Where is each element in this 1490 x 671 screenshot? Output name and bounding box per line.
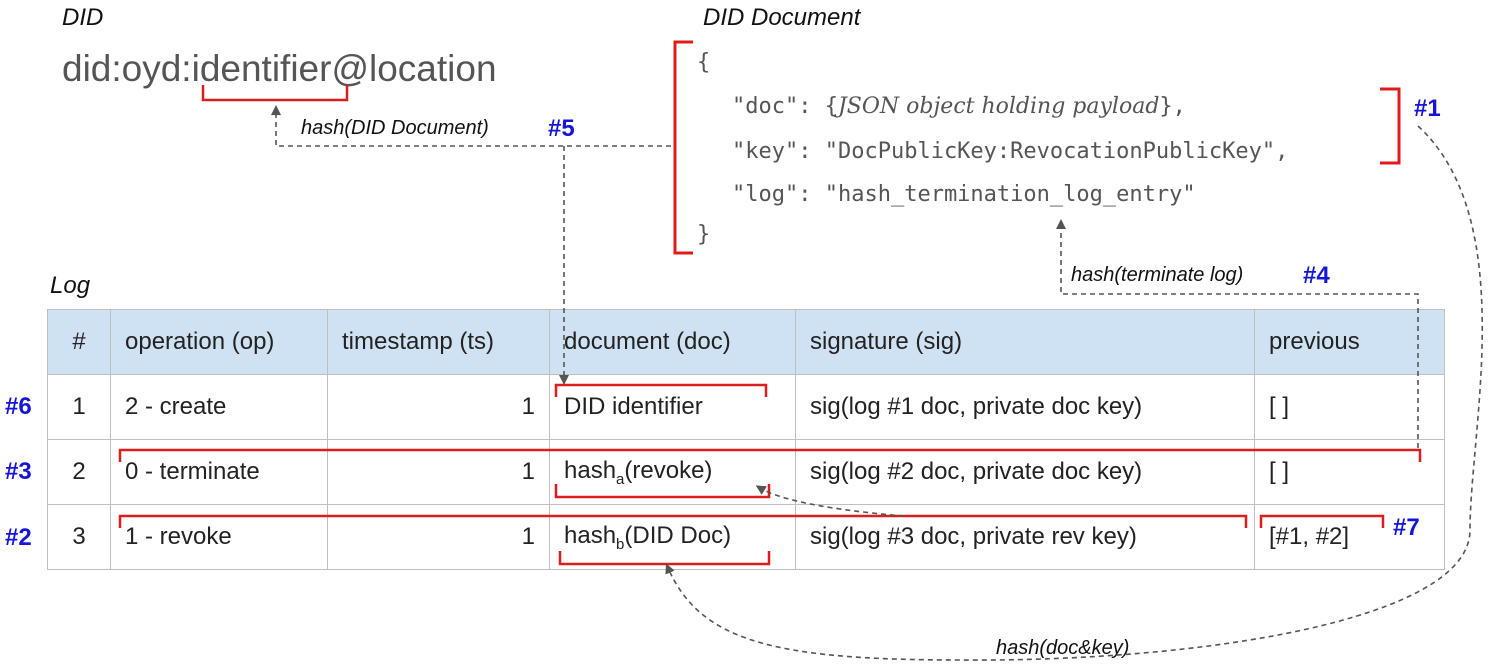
doc-hash-subscript: a	[616, 470, 625, 488]
row-operation: 2 - create	[110, 374, 328, 440]
doc-hash-arg: (DID Doc)	[624, 521, 732, 549]
bracket-marker-1	[1380, 87, 1401, 165]
doc-value-log: "hash_termination_log_entry"	[824, 182, 1196, 207]
annotation-hash-did-document: hash(DID Document)	[301, 117, 489, 139]
arrow-revoke-to-terminate	[755, 485, 905, 517]
doc-comma: ,	[1275, 139, 1289, 164]
doc-line-key: "key": "DocPublicKey:RevocationPublicKey…	[732, 139, 1288, 164]
col-previous: previous	[1254, 309, 1445, 375]
did-title: DID	[62, 4, 104, 31]
row-signature: sig(log #1 doc, private doc key)	[795, 374, 1255, 440]
bracket-identifier	[201, 85, 349, 102]
bracket-did-document	[673, 40, 693, 255]
did-identifier: identifier	[191, 48, 332, 89]
arrow-hash-did-document	[271, 105, 671, 147]
did-string: did:oyd:identifier@location	[62, 48, 497, 90]
doc-key-doc: "doc"	[732, 94, 799, 119]
doc-key-key: "key"	[732, 139, 799, 164]
doc-open-brace: {	[697, 50, 711, 75]
doc-hash-base: hash	[564, 456, 617, 484]
log-title: Log	[50, 272, 91, 299]
doc-hash-subscript: b	[616, 535, 625, 553]
bracket-row2-top	[118, 448, 1422, 462]
row-timestamp: 1	[327, 374, 550, 440]
doc-rbrace: },	[1159, 94, 1186, 119]
marker-6: #6	[5, 393, 32, 420]
arrow-hash-doc-key	[665, 125, 1484, 661]
bracket-row3-top	[118, 514, 1248, 528]
doc-sep: :	[798, 139, 825, 164]
doc-key-log: "log"	[732, 182, 799, 207]
marker-2: #2	[5, 524, 32, 551]
arrow-hash-terminate-log	[1056, 219, 1419, 448]
doc-line-doc: "doc": {JSON object holding payload},	[732, 94, 1186, 119]
annotation-hash-terminate-log: hash(terminate log)	[1071, 264, 1244, 286]
doc-value-payload: JSON object holding payload	[837, 94, 1160, 119]
marker-5: #5	[548, 115, 575, 142]
did-document-title: DID Document	[703, 4, 861, 31]
col-operation: operation (op)	[110, 309, 328, 375]
col-signature: signature (sig)	[795, 309, 1255, 375]
table-row: 1 2 - create 1 DID identifier sig(log #1…	[47, 374, 1445, 440]
col-timestamp: timestamp (ts)	[327, 309, 550, 375]
doc-close-brace: }	[697, 222, 711, 247]
did-prefix: did:oyd:	[62, 48, 192, 89]
marker-3: #3	[5, 458, 32, 485]
log-header-row: # operation (op) timestamp (ts) document…	[47, 309, 1445, 375]
doc-sep: :	[798, 94, 825, 119]
doc-value-keys: "DocPublicKey:RevocationPublicKey"	[824, 139, 1276, 164]
marker-4: #4	[1303, 262, 1330, 289]
annotation-hash-doc-key: hash(doc&key)	[996, 637, 1130, 659]
log-table: # operation (op) timestamp (ts) document…	[47, 309, 1445, 570]
doc-line-log: "log": "hash_termination_log_entry"	[732, 182, 1196, 207]
col-number: #	[47, 309, 111, 375]
marker-7: #7	[1393, 514, 1420, 541]
did-location: @location	[331, 48, 497, 89]
bracket-row3-doc	[558, 551, 771, 566]
doc-hash-base: hash	[564, 521, 617, 549]
bracket-row2-doc	[554, 484, 771, 499]
bracket-row3-prev	[1259, 514, 1385, 528]
doc-sep: :	[798, 182, 825, 207]
doc-lbrace: {	[824, 94, 838, 119]
marker-1: #1	[1414, 95, 1441, 122]
bracket-row1-doc	[554, 383, 768, 397]
row-number: 3	[47, 504, 111, 570]
row-number: 2	[47, 439, 111, 505]
doc-hash-arg: (revoke)	[624, 456, 713, 484]
